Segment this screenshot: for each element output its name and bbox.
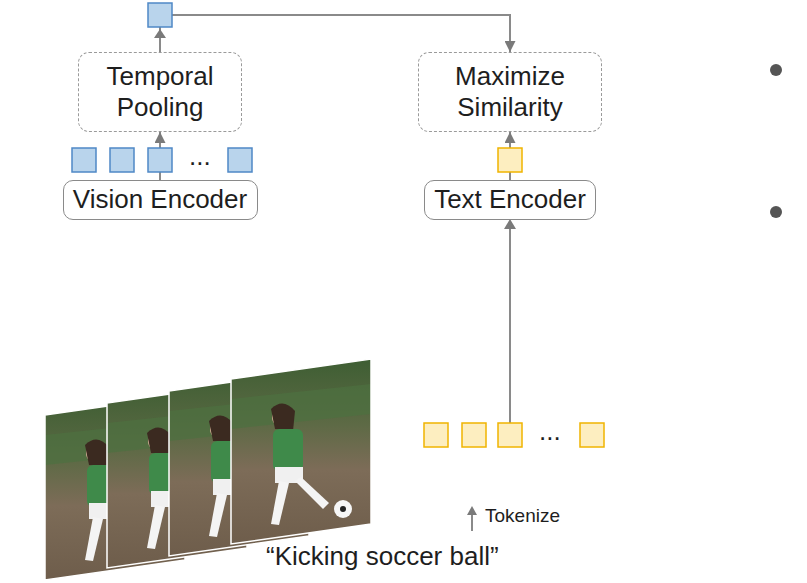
text-feature: [498, 148, 522, 172]
tokenize-arrow: [467, 506, 477, 531]
connector-arrow: [160, 15, 510, 52]
step-label: Tokenize: [485, 506, 560, 527]
node-text: Maximize Similarity: [419, 61, 601, 123]
encoder-box: Text Encoder: [424, 180, 596, 220]
encoder-box: Vision Encoder: [63, 180, 258, 220]
node-text: Vision Encoder: [73, 184, 247, 215]
ellipsis: ...: [539, 417, 561, 446]
bullet-dots: [770, 64, 782, 218]
node-text: Text Encoder: [434, 184, 586, 215]
similarity-box: Maximize Similarity: [418, 52, 602, 132]
pooling-box: Temporal Pooling: [78, 52, 242, 132]
token-arrow: [504, 219, 516, 423]
caption-text: “Kicking soccer ball”: [266, 542, 499, 571]
frame-features: [72, 148, 252, 172]
pooled-feature: [148, 3, 172, 38]
tokens: [424, 423, 604, 447]
ellipsis: ...: [189, 142, 211, 171]
node-text: Temporal Pooling: [79, 61, 241, 123]
